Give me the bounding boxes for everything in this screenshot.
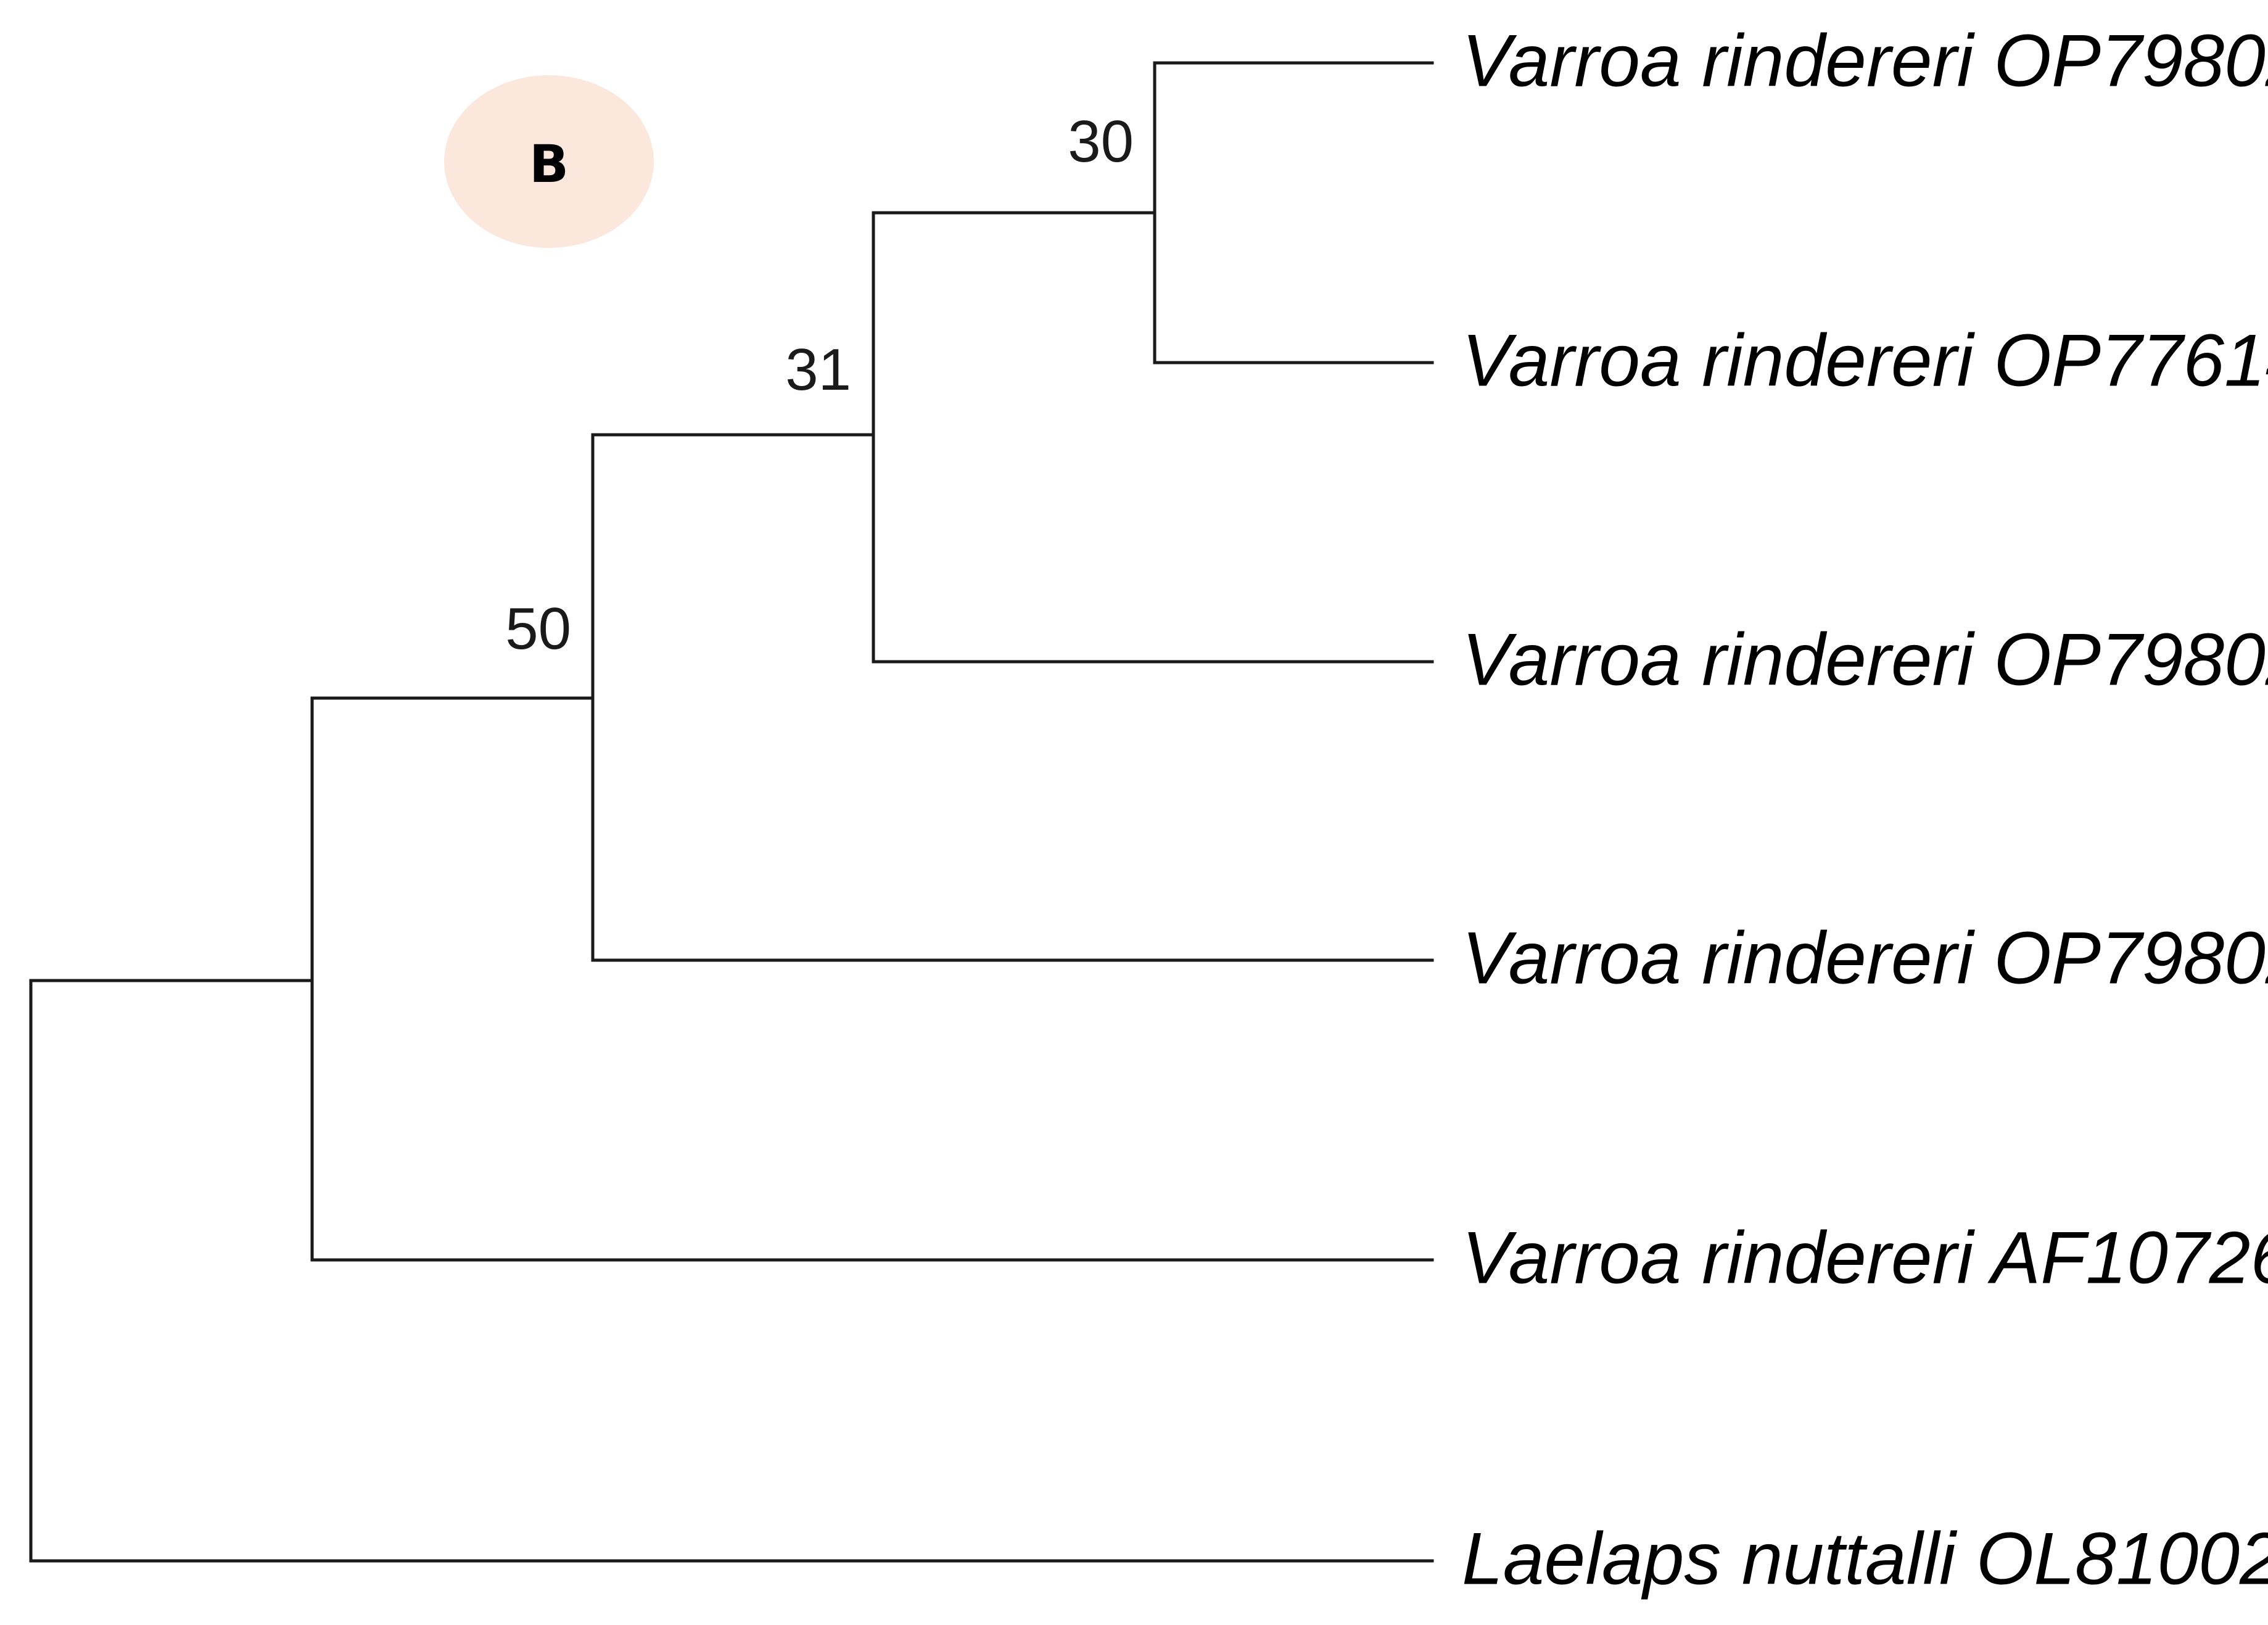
panel-badge: B: [444, 75, 654, 248]
taxon-label: Varroa rindereri OP776142: [1462, 319, 2268, 402]
taxon-label: Varroa rindereri OP798021: [1462, 20, 2268, 102]
support-values: 30 31 50: [505, 109, 1134, 662]
support-value: 31: [785, 337, 851, 403]
taxon-labels: Varroa rindereri OP798021 Varroa rindere…: [1462, 20, 2268, 1600]
taxon-label: Varroa rindereri AF107261.2: [1462, 1217, 2268, 1299]
taxon-label: Varroa rindereri OP798022: [1462, 917, 2268, 1000]
panel-badge-ellipse: [444, 75, 654, 248]
taxon-label: Laelaps nuttalli OL810027.1: [1462, 1518, 2268, 1600]
taxon-label: Varroa rindereri OP798020: [1462, 619, 2268, 701]
tree-branches: [29, 61, 1434, 1563]
support-value: 50: [505, 596, 571, 662]
panel-label: B: [529, 134, 569, 194]
support-value: 30: [1068, 109, 1134, 175]
